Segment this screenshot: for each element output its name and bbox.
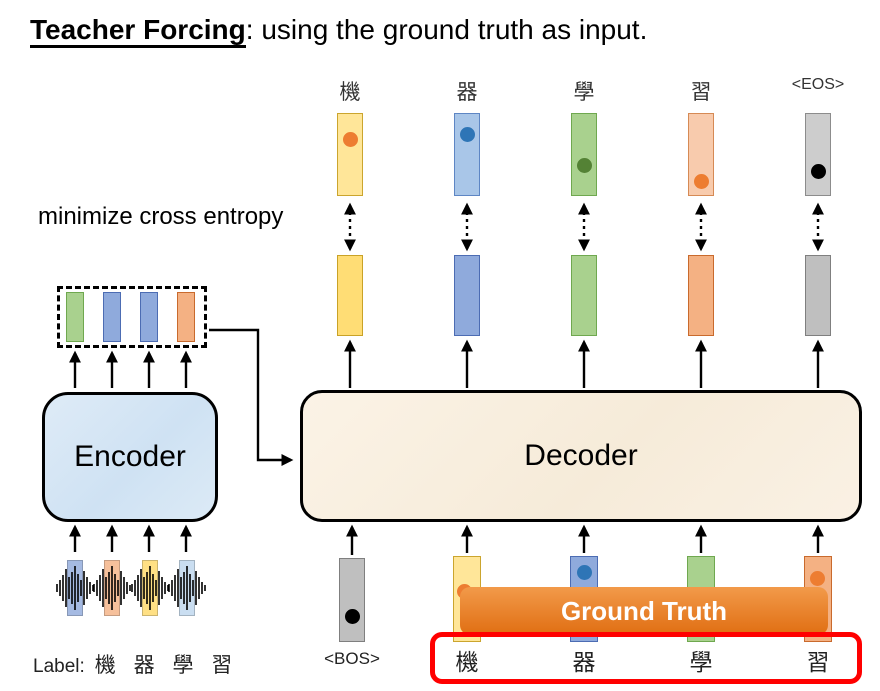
sampled-output-bar [571, 113, 597, 196]
audio-feature-bar [104, 560, 120, 616]
input-token-dot [810, 571, 825, 586]
sampled-output-bar [805, 113, 831, 196]
bos-token-dot [345, 609, 360, 624]
input-char-label: 器 [572, 649, 596, 675]
eos-char-label: <EOS> [791, 76, 845, 93]
encoder-state-bar [177, 292, 195, 342]
encoder-to-decoder-arrow [209, 328, 294, 466]
decoder-label: Decoder [524, 439, 638, 472]
decoder-output-arrows [344, 339, 824, 388]
bos-input-bar [339, 558, 365, 642]
input-char-label: 機 [455, 649, 479, 675]
decoder-distribution-bar [688, 255, 714, 336]
input-char-label: 習 [806, 649, 830, 675]
audio-feature-bar [142, 560, 158, 616]
output-char-label: 習 [690, 81, 712, 104]
input-char-label: 學 [689, 649, 713, 675]
decoder-input-arrows [346, 524, 824, 555]
decoder-block: Decoder [300, 390, 862, 522]
encoder-label: Encoder [74, 440, 186, 473]
title-emphasis: Teacher Forcing [30, 14, 246, 48]
decoder-distribution-bar [571, 255, 597, 336]
sampled-token-dot [460, 127, 475, 142]
decoder-distribution-bar [805, 255, 831, 336]
title-rest: : using the ground truth as input. [245, 14, 648, 45]
label-chars: 機 器 學 習 [94, 654, 233, 677]
label-row: Label: 機 器 學 習 [33, 649, 232, 679]
sampled-token-dot [343, 132, 358, 147]
encoder-state-bar [140, 292, 158, 342]
sampled-output-bar [337, 113, 363, 196]
sampled-output-bar [688, 113, 714, 196]
encoder-state-bar [103, 292, 121, 342]
encoder-state-bar [66, 292, 84, 342]
audio-feature-bar [179, 560, 195, 616]
decoder-distribution-bar [337, 255, 363, 336]
output-char-label: 學 [573, 81, 595, 104]
encoder-input-arrows [69, 524, 192, 552]
sampled-token-dot [811, 164, 826, 179]
output-char-label: 器 [456, 81, 478, 104]
page-title: Teacher Forcing: using the ground truth … [30, 14, 648, 48]
label-prefix: Label: [33, 656, 85, 677]
encoder-output-arrows [69, 350, 192, 388]
encoder-output-group [57, 286, 207, 348]
minimize-cross-entropy-label: minimize cross entropy [38, 203, 284, 230]
output-char-label: 機 [339, 81, 361, 104]
ground-truth-banner: Ground Truth [460, 587, 828, 635]
ground-truth-highlight-box [430, 632, 862, 684]
sampled-output-bar [454, 113, 480, 196]
decoder-distribution-bar [454, 255, 480, 336]
sampled-token-dot [694, 174, 709, 189]
audio-feature-bar [67, 560, 83, 616]
bos-label: <BOS> [324, 649, 380, 668]
input-token-dot [577, 565, 592, 580]
encoder-block: Encoder [42, 392, 218, 522]
cross-entropy-dotted-arrows [344, 202, 824, 252]
sampled-token-dot [577, 158, 592, 173]
